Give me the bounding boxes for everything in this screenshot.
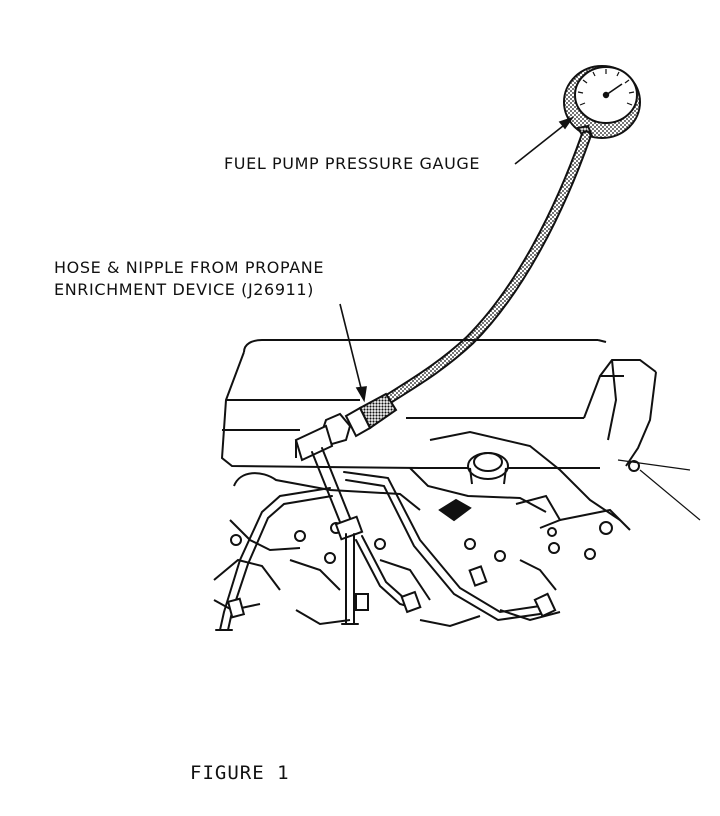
gauge-label: FUEL PUMP PRESSURE GAUGE [224,154,481,173]
fuel-lines [215,447,557,631]
hose-label-line2: ENRICHMENT DEVICE (J26911) [54,280,315,299]
hose-label-line1: HOSE & NIPPLE FROM PROPANE [54,258,325,277]
intake-manifold [409,430,631,535]
leader-arrows [339,116,575,403]
hose-nipple-label: HOSE & NIPPLE FROM PROPANE ENRICHMENT DE… [54,257,324,301]
figure-caption: FIGURE 1 [190,762,290,784]
gauge-hose [384,130,592,404]
hose-nipple [294,392,398,462]
engine-valve-cover [220,339,701,521]
pressure-gauge [563,65,641,140]
exhaust-manifold [213,472,596,628]
